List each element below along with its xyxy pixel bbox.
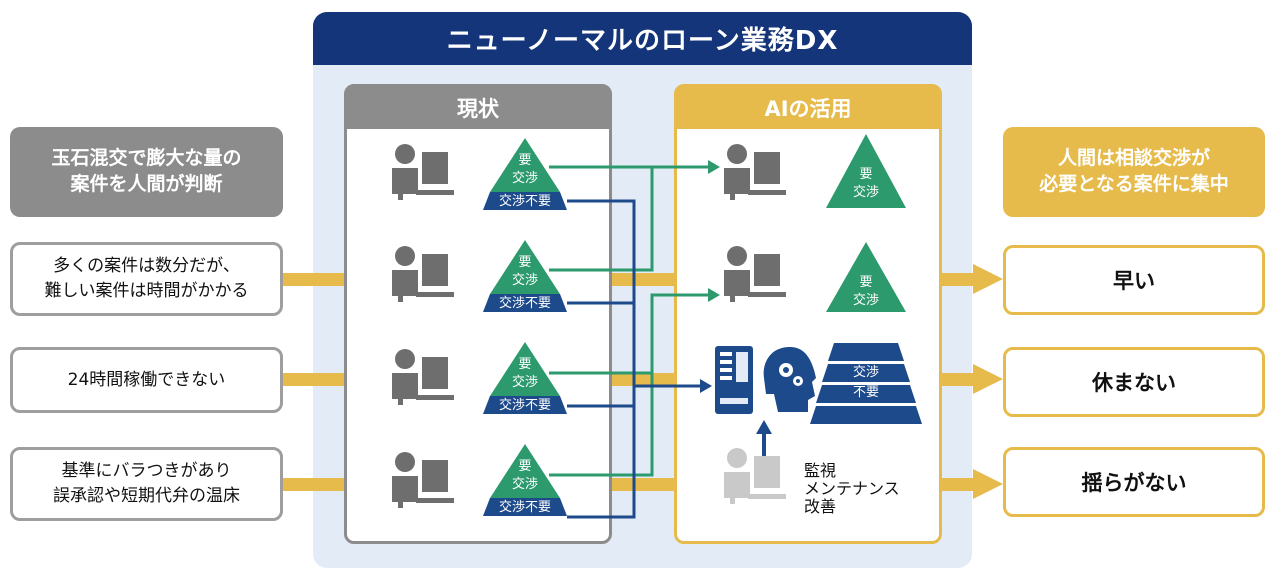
tag-bottom-2: 交渉 [511,273,538,288]
tag-top-1: 要 [518,153,532,168]
tag-top-2: 要 [518,255,532,270]
main-title: ニューノーマルのローン業務DX [313,12,972,65]
right-arrow-3 [973,469,1003,499]
right-item-2: 休まない [1003,347,1265,417]
worker-icon-1 [392,144,454,200]
ai-triangle-2 [826,242,906,312]
left-bar-2 [283,373,344,386]
tag-band-3: 交渉不要 [498,398,551,413]
mid-bar-3 [612,478,674,491]
worker-icon-4 [392,452,454,508]
ai-triangle-1 [826,134,906,208]
stack-bottom: 不要 [852,385,879,400]
mid-bar-1 [612,273,674,286]
right-arrow-1 [973,264,1003,294]
tag-band-1: 交渉不要 [498,194,551,209]
left-header: 玉石混交で膨大な量の 案件を人間が判断 [10,127,283,217]
ai-tri-top-1: 要 [859,167,873,182]
maintenance-text: 監視 メンテナンス 改善 [804,461,900,516]
ai-worker-icon-1 [724,144,786,200]
server-icon [715,346,753,414]
pyramid-group [483,138,567,516]
right-item-1: 早い [1003,245,1265,315]
ai-head-icon [763,347,816,412]
right-bar-1 [942,273,973,286]
tag-band-2: 交渉不要 [498,296,551,311]
right-header: 人間は相談交渉が 必要となる案件に集中 [1003,127,1265,217]
left-bar-3 [283,478,344,491]
tag-top-3: 要 [518,357,532,372]
tag-bottom-1: 交渉 [511,171,538,186]
right-arrow-2 [973,364,1003,394]
no-negotiation-stack [810,343,922,424]
right-item-3: 揺らがない [1003,447,1265,517]
up-arrow-icon [756,420,772,456]
current-column: 現状 [344,84,612,544]
right-bar-2 [942,373,973,386]
left-item-1: 多くの案件は数分だが、 難しい案件は時間がかかる [10,242,283,316]
worker-icon-3 [392,349,454,405]
mid-bar-2 [612,373,674,386]
worker-icon-2 [392,246,454,302]
left-item-3: 基準にバラつきがあり 誤承認や短期代弁の温床 [10,447,283,521]
tag-top-4: 要 [518,459,532,474]
left-item-2: 24時間稼働できない [10,347,283,413]
current-header: 現状 [346,86,610,129]
ai-column: AIの活用 [674,84,942,544]
maintenance-worker-icon [724,448,786,504]
tag-band-4: 交渉不要 [498,500,551,515]
ai-tri-bottom-2: 交渉 [852,293,879,308]
ai-tri-top-2: 要 [859,275,873,290]
ai-worker-icon-2 [724,246,786,302]
tag-bottom-4: 交渉 [511,477,538,492]
tag-bottom-3: 交渉 [511,375,538,390]
ai-header: AIの活用 [676,86,940,129]
ai-tri-bottom-1: 交渉 [852,185,879,200]
left-bar-1 [283,273,344,286]
right-bar-3 [942,478,973,491]
stack-top: 交渉 [852,365,879,380]
